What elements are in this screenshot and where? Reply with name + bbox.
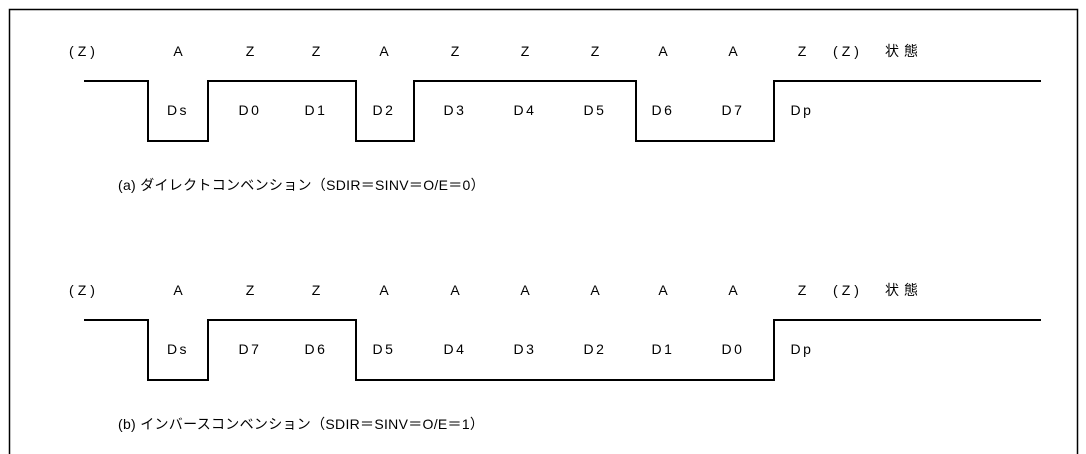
state-row-label: 状態 xyxy=(885,282,923,298)
line-state-label: A xyxy=(173,43,183,59)
bit-label: D0 xyxy=(722,341,745,357)
idle-state-prefix: (Z) xyxy=(69,282,99,298)
line-state-label: A xyxy=(728,282,738,298)
bit-label: Dp xyxy=(791,341,814,357)
bit-label: D2 xyxy=(373,102,396,118)
line-state-label: A xyxy=(379,43,389,59)
bit-label: D0 xyxy=(239,102,262,118)
line-state-label: A xyxy=(658,282,668,298)
bit-label: D7 xyxy=(239,341,262,357)
diagram-caption: (b) インバースコンベンション（SDIR＝SINV＝O/E＝1） xyxy=(118,416,484,432)
bit-label: Ds xyxy=(167,341,189,357)
idle-state-suffix: (Z) xyxy=(833,43,863,59)
line-state-label: A xyxy=(450,282,460,298)
bit-label: Dp xyxy=(791,102,814,118)
line-state-label: A xyxy=(658,43,668,59)
direct-convention-diagram: (Z) A Z Z A Z Z Z A A Z (Z) 状態 Ds D0 D1 D2 D3 D4 D5 D6 D7 Dp (a… xyxy=(69,43,1041,193)
bit-label: D6 xyxy=(652,102,675,118)
idle-state-prefix: (Z) xyxy=(69,43,99,59)
bit-label: D3 xyxy=(514,341,537,357)
line-state-label: Z xyxy=(312,282,321,298)
line-state-label: Z xyxy=(798,43,807,59)
diagram-caption: (a) ダイレクトコンベンション（SDIR＝SINV＝O/E＝0） xyxy=(118,177,485,193)
line-state-label: Z xyxy=(591,43,600,59)
bit-label: D4 xyxy=(514,102,537,118)
line-state-label: A xyxy=(379,282,389,298)
bit-label: D1 xyxy=(652,341,675,357)
line-state-label: Z xyxy=(312,43,321,59)
line-state-label: Z xyxy=(246,282,255,298)
bit-label: D5 xyxy=(373,341,396,357)
line-state-label: A xyxy=(520,282,530,298)
line-state-label: A xyxy=(590,282,600,298)
bit-label: D2 xyxy=(584,341,607,357)
line-state-label: Z xyxy=(521,43,530,59)
line-state-label: A xyxy=(173,282,183,298)
bit-label: D7 xyxy=(722,102,745,118)
signal-waveform xyxy=(84,319,1041,381)
bit-label: Ds xyxy=(167,102,189,118)
bit-label: D4 xyxy=(444,341,467,357)
inverse-convention-diagram: (Z) A Z Z A A A A A A Z (Z) 状態 Ds D7 D6 D5 D4 D3 D2 D1 D0 Dp (b… xyxy=(69,282,1041,432)
figure-border xyxy=(8,8,1079,454)
idle-state-suffix: (Z) xyxy=(833,282,863,298)
line-state-label: Z xyxy=(451,43,460,59)
bit-label: D6 xyxy=(305,341,328,357)
bit-label: D3 xyxy=(444,102,467,118)
state-row-label: 状態 xyxy=(885,43,923,59)
line-state-label: Z xyxy=(246,43,255,59)
bit-label: D5 xyxy=(584,102,607,118)
line-state-label: Z xyxy=(798,282,807,298)
bit-label: D1 xyxy=(305,102,328,118)
line-state-label: A xyxy=(728,43,738,59)
signal-waveform xyxy=(84,80,1041,142)
